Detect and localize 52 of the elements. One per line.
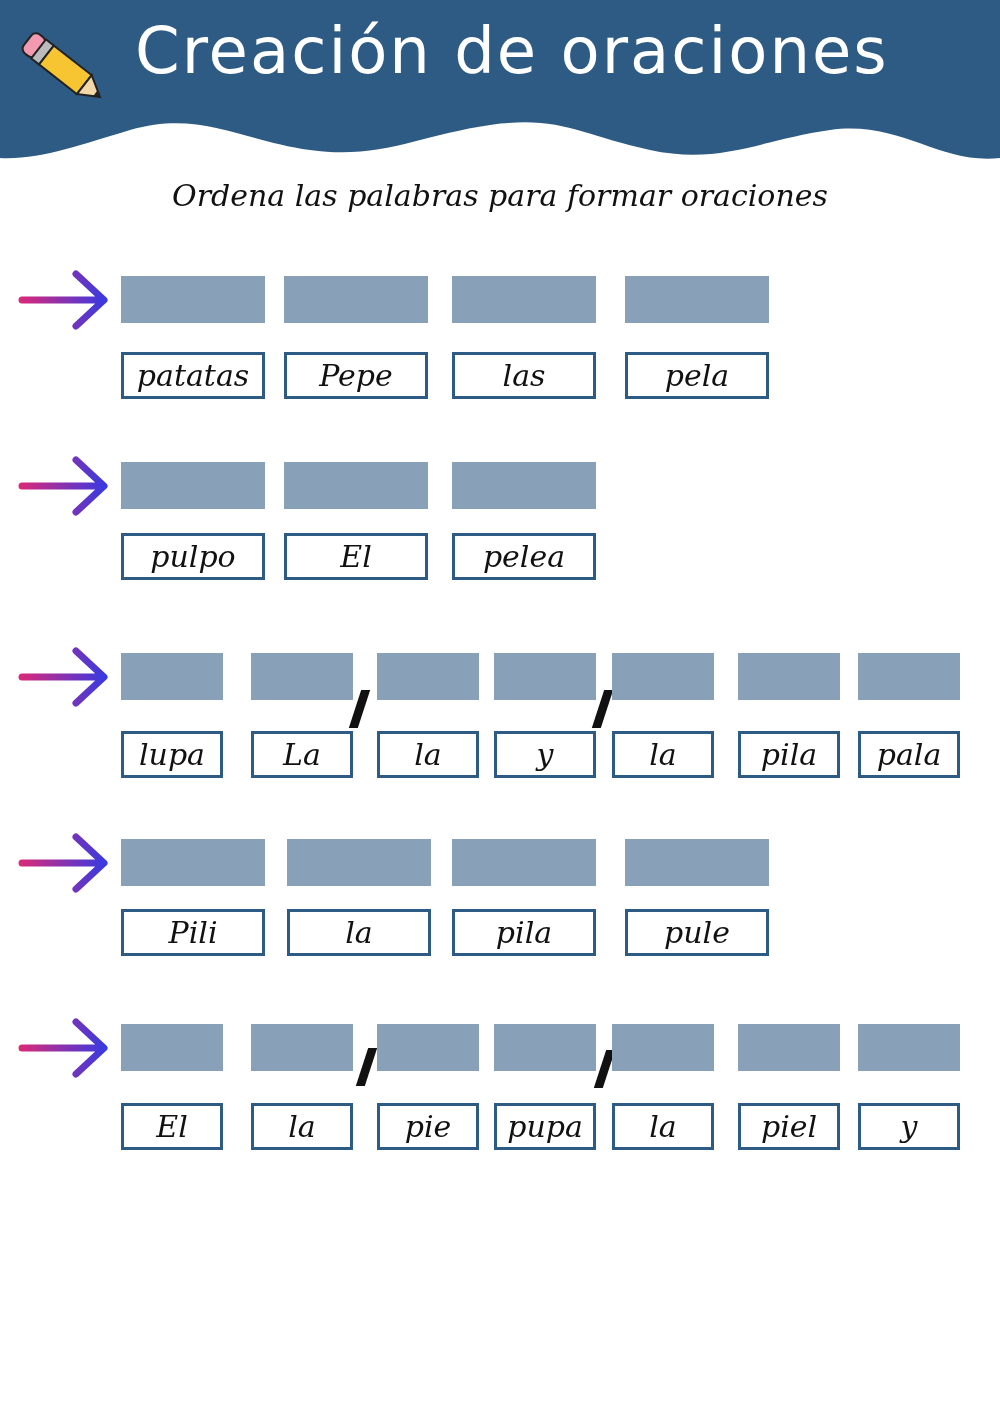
word-card: La bbox=[251, 731, 353, 778]
word-card: pila bbox=[452, 909, 596, 956]
word-card: la bbox=[612, 731, 714, 778]
word-card: Pili bbox=[121, 909, 265, 956]
word-card: lupa bbox=[121, 731, 223, 778]
answer-box bbox=[121, 653, 223, 700]
word-card: pelea bbox=[452, 533, 596, 580]
word-card: pulpo bbox=[121, 533, 265, 580]
word-card: El bbox=[121, 1103, 223, 1150]
answer-box bbox=[251, 653, 353, 700]
word-card: pela bbox=[625, 352, 769, 399]
answer-box bbox=[612, 1024, 714, 1071]
answer-box bbox=[287, 839, 431, 886]
answer-box bbox=[625, 839, 769, 886]
answer-box bbox=[251, 1024, 353, 1071]
instruction-text: Ordena las palabras para formar oraciones bbox=[171, 178, 829, 213]
answer-box bbox=[858, 1024, 960, 1071]
word-card: pila bbox=[738, 731, 840, 778]
word-card: la bbox=[287, 909, 431, 956]
title: Creación de oraciones bbox=[135, 14, 889, 88]
answer-box bbox=[738, 653, 840, 700]
word-card: piel bbox=[738, 1103, 840, 1150]
word-card: y bbox=[494, 731, 596, 778]
answer-box bbox=[738, 1024, 840, 1071]
word-card: pala bbox=[858, 731, 960, 778]
word-card: pie bbox=[377, 1103, 479, 1150]
answer-box bbox=[284, 276, 428, 323]
answer-box bbox=[377, 653, 479, 700]
answer-box bbox=[612, 653, 714, 700]
answer-box bbox=[494, 653, 596, 700]
answer-box bbox=[377, 1024, 479, 1071]
word-card: la bbox=[612, 1103, 714, 1150]
word-card: las bbox=[452, 352, 596, 399]
word-card: pupa bbox=[494, 1103, 596, 1150]
word-card: El bbox=[284, 533, 428, 580]
word-card: pule bbox=[625, 909, 769, 956]
answer-box bbox=[121, 276, 265, 323]
answer-box bbox=[452, 276, 596, 323]
word-card: Pepe bbox=[284, 352, 428, 399]
word-card: patatas bbox=[121, 352, 265, 399]
answer-box bbox=[121, 1024, 223, 1071]
answer-box bbox=[121, 462, 265, 509]
word-card: y bbox=[858, 1103, 960, 1150]
answer-box bbox=[625, 276, 769, 323]
word-card: la bbox=[377, 731, 479, 778]
answer-box bbox=[452, 462, 596, 509]
answer-box bbox=[452, 839, 596, 886]
answer-box bbox=[858, 653, 960, 700]
answer-box bbox=[284, 462, 428, 509]
answer-box bbox=[121, 839, 265, 886]
answer-box bbox=[494, 1024, 596, 1071]
word-card: la bbox=[251, 1103, 353, 1150]
